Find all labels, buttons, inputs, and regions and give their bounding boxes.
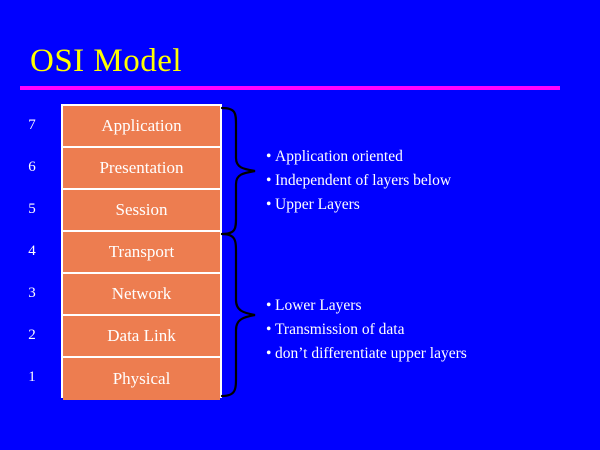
layer-box-network[interactable]: Network: [63, 274, 220, 316]
layer-box-presentation[interactable]: Presentation: [63, 148, 220, 190]
layer-box-physical[interactable]: Physical: [63, 358, 220, 400]
layer-number-2: 2: [28, 327, 36, 343]
list-item-label: Transmission of data: [275, 321, 405, 338]
list-item: •Independent of layers below: [266, 169, 451, 193]
page-title: OSI Model: [30, 43, 183, 79]
list-item: •Application oriented: [266, 145, 451, 169]
layer-label-session: Session: [115, 200, 168, 219]
list-item-label: Upper Layers: [275, 196, 360, 213]
list-item: •Lower Layers: [266, 294, 467, 318]
osi-layer-stack: Application Presentation Session Transpo…: [61, 104, 222, 400]
layer-label-network: Network: [111, 284, 172, 303]
layer-label-application: Application: [101, 116, 182, 135]
layer-label-physical: Physical: [112, 369, 171, 388]
layer-box-session[interactable]: Session: [63, 190, 220, 232]
layer-number-5: 5: [28, 201, 36, 217]
layer-number-1: 1: [28, 369, 36, 385]
title-underline-rule: [20, 86, 560, 90]
layer-label-data-link: Data Link: [107, 326, 176, 345]
layer-box-application[interactable]: Application: [63, 106, 220, 148]
bullet-icon: •: [266, 196, 272, 213]
layer-box-transport[interactable]: Transport: [63, 232, 220, 274]
bullet-icon: •: [266, 172, 272, 189]
layer-label-presentation: Presentation: [99, 158, 184, 177]
list-item-label: Lower Layers: [275, 297, 362, 314]
upper-layers-annotation-list: •Application oriented •Independent of la…: [266, 145, 451, 217]
bullet-icon: •: [266, 321, 272, 338]
upper-layers-brace-icon: [220, 106, 256, 236]
layer-number-3: 3: [28, 285, 36, 301]
list-item: •Transmission of data: [266, 318, 467, 342]
list-item: •Upper Layers: [266, 193, 451, 217]
layer-box-data-link[interactable]: Data Link: [63, 316, 220, 358]
lower-layers-annotation-list: •Lower Layers •Transmission of data •don…: [266, 294, 467, 366]
layer-number-column: 7 6 5 4 3 2 1: [12, 104, 52, 398]
layer-number-7: 7: [28, 117, 36, 133]
list-item: •don’t differentiate upper layers: [266, 342, 467, 366]
layer-label-transport: Transport: [108, 242, 175, 261]
list-item-label: don’t differentiate upper layers: [275, 345, 467, 362]
list-item-label: Independent of layers below: [275, 172, 452, 189]
bullet-icon: •: [266, 345, 272, 362]
list-item-label: Application oriented: [275, 148, 403, 165]
layer-number-4: 4: [28, 243, 36, 259]
bullet-icon: •: [266, 297, 272, 314]
bullet-icon: •: [266, 148, 272, 165]
layer-number-6: 6: [28, 159, 36, 175]
lower-layers-brace-icon: [220, 232, 256, 398]
